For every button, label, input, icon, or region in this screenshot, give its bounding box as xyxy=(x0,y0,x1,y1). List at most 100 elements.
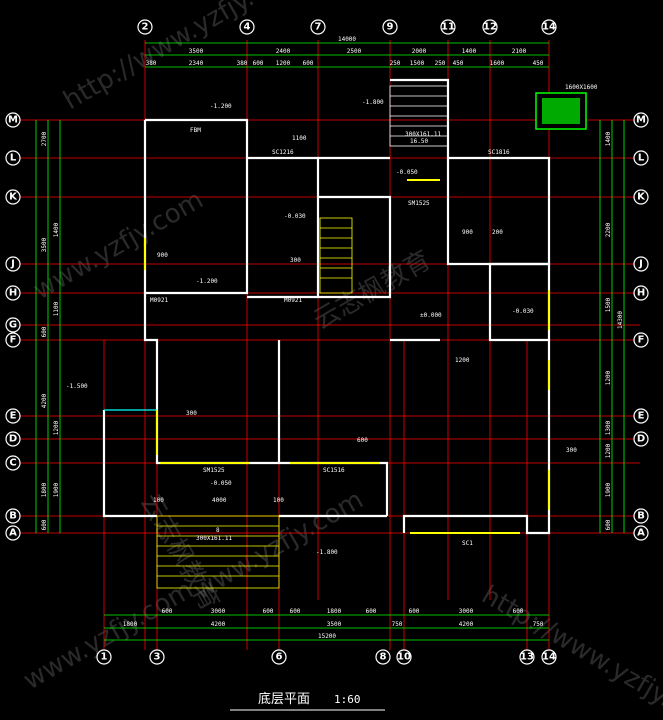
grid-bubble: K xyxy=(633,189,649,205)
grid-label: C xyxy=(9,458,16,469)
grid-bubble: F xyxy=(633,332,649,348)
left-dimensions: 2700 1400 3500 1100 600 4200 1200 1900 1… xyxy=(41,131,60,530)
label-window: SC1816 xyxy=(488,149,510,156)
dimension-lines xyxy=(35,42,625,641)
grid-bubble: F xyxy=(5,332,21,348)
grid-label: D xyxy=(637,434,645,445)
grid-label: 14 xyxy=(542,22,556,33)
left-dim: 1200 xyxy=(53,420,60,435)
bottom-sub-dim: 1800 xyxy=(327,608,342,615)
label-elev: -1.500 xyxy=(66,383,88,390)
top-overall-dim: 14000 xyxy=(338,36,356,43)
bottom-sub-dim: 600 xyxy=(513,608,524,615)
label-elev: -0.050 xyxy=(396,169,418,176)
label-window: M0921 xyxy=(150,297,168,304)
grid-label: 13 xyxy=(520,652,534,663)
watermark: http://www.yzfjy.com xyxy=(59,0,308,116)
label-window: SM1525 xyxy=(203,467,225,474)
label-elev: -1.200 xyxy=(210,103,232,110)
grid-label: J xyxy=(10,259,15,270)
grid-bubble: E xyxy=(5,408,21,424)
label-elev: -0.030 xyxy=(284,213,306,220)
grid-label: B xyxy=(637,511,645,522)
label-fbm: FBM xyxy=(190,127,201,134)
grid-label: K xyxy=(9,192,18,203)
label-dim: 200 xyxy=(492,229,503,236)
grid-label: 4 xyxy=(244,22,251,33)
left-dim: 1800 xyxy=(41,482,48,497)
top-sub-dim: 1200 xyxy=(276,60,291,67)
top-sub-dim: 2340 xyxy=(189,60,204,67)
stairs xyxy=(156,85,449,589)
grid-label: E xyxy=(10,411,17,422)
bottom-dim: 750 xyxy=(533,621,544,628)
grid-label: 12 xyxy=(483,22,497,33)
right-dim: 14300 xyxy=(617,311,624,329)
grid-bubble: E xyxy=(633,408,649,424)
right-dim: 1200 xyxy=(605,370,612,385)
grid-bubble: H xyxy=(633,285,649,301)
label-dim: 600 xyxy=(357,437,368,444)
grid-bubble: G xyxy=(5,317,21,333)
windows xyxy=(144,179,550,534)
grid-label: 10 xyxy=(397,652,411,663)
label-dim: 300 xyxy=(186,410,197,417)
label-dim: 100 xyxy=(273,497,284,504)
bottom-overall-dim: 15200 xyxy=(318,633,336,640)
top-sub-dim: 600 xyxy=(253,60,264,67)
label-elev: -1.800 xyxy=(362,99,384,106)
grid-bubble: L xyxy=(5,150,21,166)
grid-label: M xyxy=(8,115,18,126)
grid-bubble: 4 xyxy=(239,19,255,35)
grid-label: L xyxy=(10,153,17,164)
top-sub-dim: 1500 xyxy=(410,60,425,67)
grid-label: D xyxy=(9,434,17,445)
right-dim: 1300 xyxy=(605,420,612,435)
grid-label: 11 xyxy=(441,22,455,33)
bottom-dim: 1800 xyxy=(123,621,138,628)
grid-label: M xyxy=(636,115,646,126)
grid-bubble: H xyxy=(5,285,21,301)
label-dim: 100 xyxy=(153,497,164,504)
grid-bubble: 9 xyxy=(382,19,398,35)
drawing-scale: 1:60 xyxy=(334,693,361,706)
grid-bubble: K xyxy=(5,189,21,205)
label-dim: 300 xyxy=(566,447,577,454)
grid-bubble: M xyxy=(633,112,649,128)
right-dim: 1500 xyxy=(605,297,612,312)
grid-bubble: M xyxy=(5,112,21,128)
top-dim: 3500 xyxy=(189,48,204,55)
top-sub-dim: 450 xyxy=(533,60,544,67)
label-window: SC1216 xyxy=(272,149,294,156)
grid-label: F xyxy=(638,335,645,346)
label-elev: -0.030 xyxy=(512,308,534,315)
top-dim: 2000 xyxy=(412,48,427,55)
grid-bubble: 7 xyxy=(310,19,326,35)
grid-bubble: A xyxy=(5,525,21,541)
left-dim: 3500 xyxy=(41,237,48,252)
top-sub-dim: 450 xyxy=(453,60,464,67)
grid-bubble: 13 xyxy=(519,649,535,665)
grid-label: 8 xyxy=(380,652,387,663)
top-sub-dim: 600 xyxy=(303,60,314,67)
grid-bubble: D xyxy=(5,431,21,447)
grid-bubble: L xyxy=(633,150,649,166)
grid-bubble: 10 xyxy=(396,649,412,665)
bottom-dim: 3500 xyxy=(327,621,342,628)
right-dim: 2200 xyxy=(605,222,612,237)
label-window: M0921 xyxy=(284,297,302,304)
grid-bubble: J xyxy=(633,256,649,272)
grid-label: E xyxy=(638,411,645,422)
label-dim: 1200 xyxy=(455,357,470,364)
right-dim: 1400 xyxy=(605,131,612,146)
tank-size-label: 1600X1600 xyxy=(565,84,598,91)
left-dim: 1400 xyxy=(53,222,60,237)
grid-label: L xyxy=(638,153,645,164)
left-dim: 600 xyxy=(41,326,48,337)
top-dim: 2100 xyxy=(512,48,527,55)
grid-label: H xyxy=(9,288,17,299)
